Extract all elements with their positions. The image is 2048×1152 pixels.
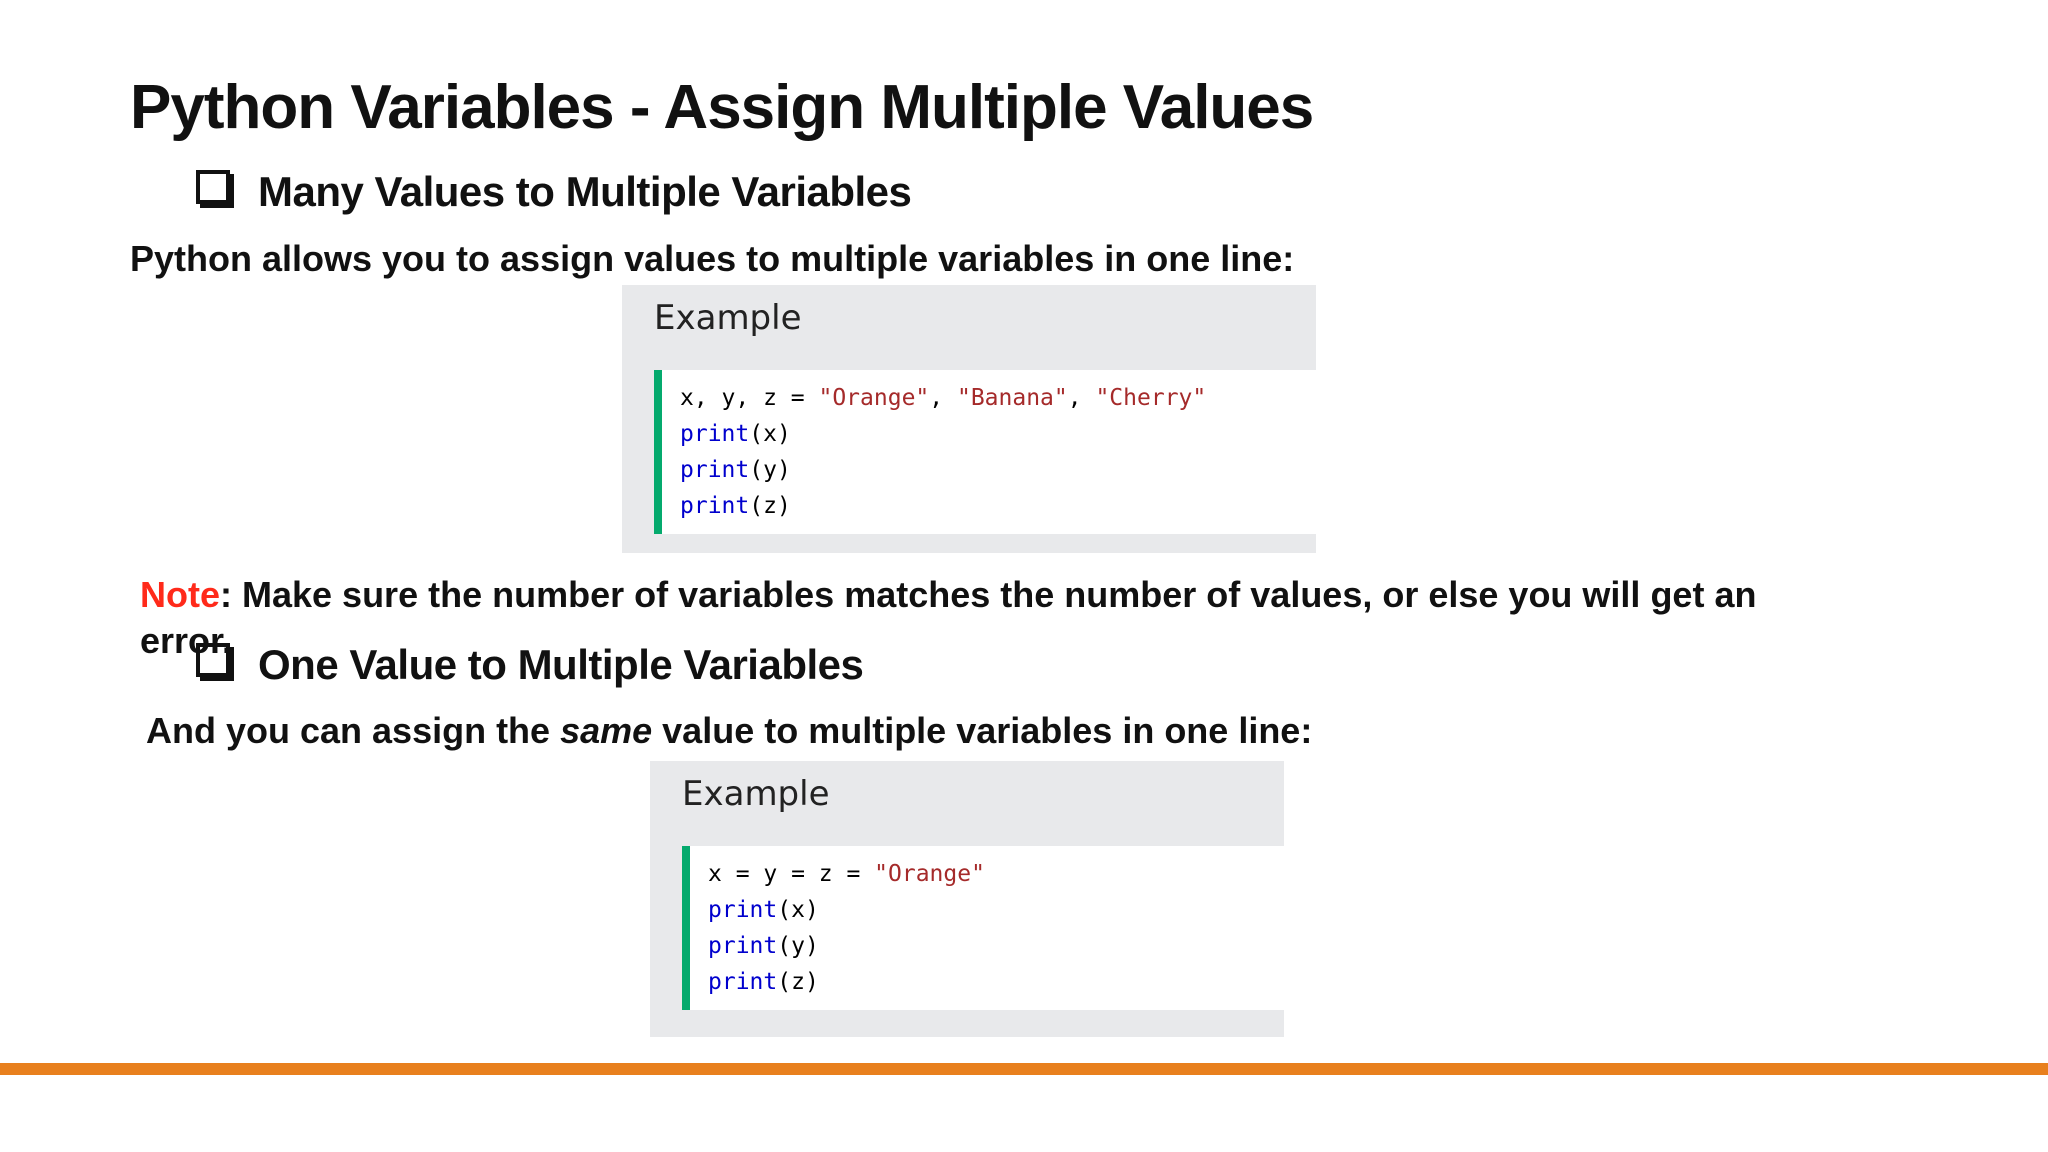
code-block: x, y, z = "Orange", "Banana", "Cherry"pr… (654, 370, 1316, 534)
code-text: x, y, z = (680, 385, 819, 411)
slide-title: Python Variables - Assign Multiple Value… (130, 73, 1314, 142)
section-heading-one-value: One Value to Multiple Variables (196, 641, 864, 689)
section-heading-many-values: Many Values to Multiple Variables (196, 168, 912, 216)
code-line: x = y = z = "Orange" (708, 856, 1284, 892)
intro-emphasis: same (560, 710, 653, 751)
code-line: print(x) (680, 416, 1316, 452)
code-line: print(z) (680, 488, 1316, 524)
code-keyword: print (708, 933, 778, 959)
code-text: (y) (777, 933, 819, 959)
checkbox-bullet-icon (196, 169, 230, 204)
example-box-1: Example x, y, z = "Orange", "Banana", "C… (622, 285, 1316, 553)
code-text: (z) (749, 493, 791, 519)
section-heading-label: One Value to Multiple Variables (258, 641, 864, 688)
note-paragraph: Note: Make sure the number of variables … (140, 572, 1760, 664)
code-text: , (929, 385, 957, 411)
code-text: (x) (777, 897, 819, 923)
section-heading-label: Many Values to Multiple Variables (258, 168, 912, 215)
note-label: Note (140, 574, 220, 615)
intro-paragraph: Python allows you to assign values to mu… (130, 238, 1295, 279)
code-keyword: print (708, 897, 778, 923)
example-header: Example (654, 298, 802, 338)
footer-accent-bar (0, 1063, 2048, 1075)
code-block: x = y = z = "Orange"print(x)print(y)prin… (682, 846, 1284, 1010)
code-string: "Orange" (818, 385, 930, 411)
code-text: x = y = z = (708, 861, 875, 887)
code-line: x, y, z = "Orange", "Banana", "Cherry" (680, 380, 1316, 416)
example-box-2: Example x = y = z = "Orange"print(x)prin… (650, 761, 1284, 1037)
code-text: (x) (749, 421, 791, 447)
code-line: print(z) (708, 964, 1284, 1000)
code-line: print(y) (680, 452, 1316, 488)
code-string: "Cherry" (1095, 385, 1207, 411)
code-string: "Banana" (956, 385, 1068, 411)
intro-text-before: And you can assign the (146, 710, 561, 751)
code-text: , (1067, 385, 1096, 411)
code-text: (z) (777, 969, 819, 995)
intro-text-after: value to multiple variables in one line: (652, 710, 1313, 751)
example-header: Example (682, 774, 830, 814)
note-text: : Make sure the number of variables matc… (140, 574, 1757, 661)
code-line: print(y) (708, 928, 1284, 964)
code-string: "Orange" (874, 861, 985, 887)
code-text: (y) (749, 457, 791, 483)
checkbox-bullet-icon (196, 642, 230, 677)
code-keyword: print (708, 969, 778, 995)
code-keyword: print (680, 493, 750, 519)
code-keyword: print (680, 457, 750, 483)
code-keyword: print (680, 421, 750, 447)
intro-paragraph-2: And you can assign the same value to mul… (146, 708, 1312, 754)
code-line: print(x) (708, 892, 1284, 928)
